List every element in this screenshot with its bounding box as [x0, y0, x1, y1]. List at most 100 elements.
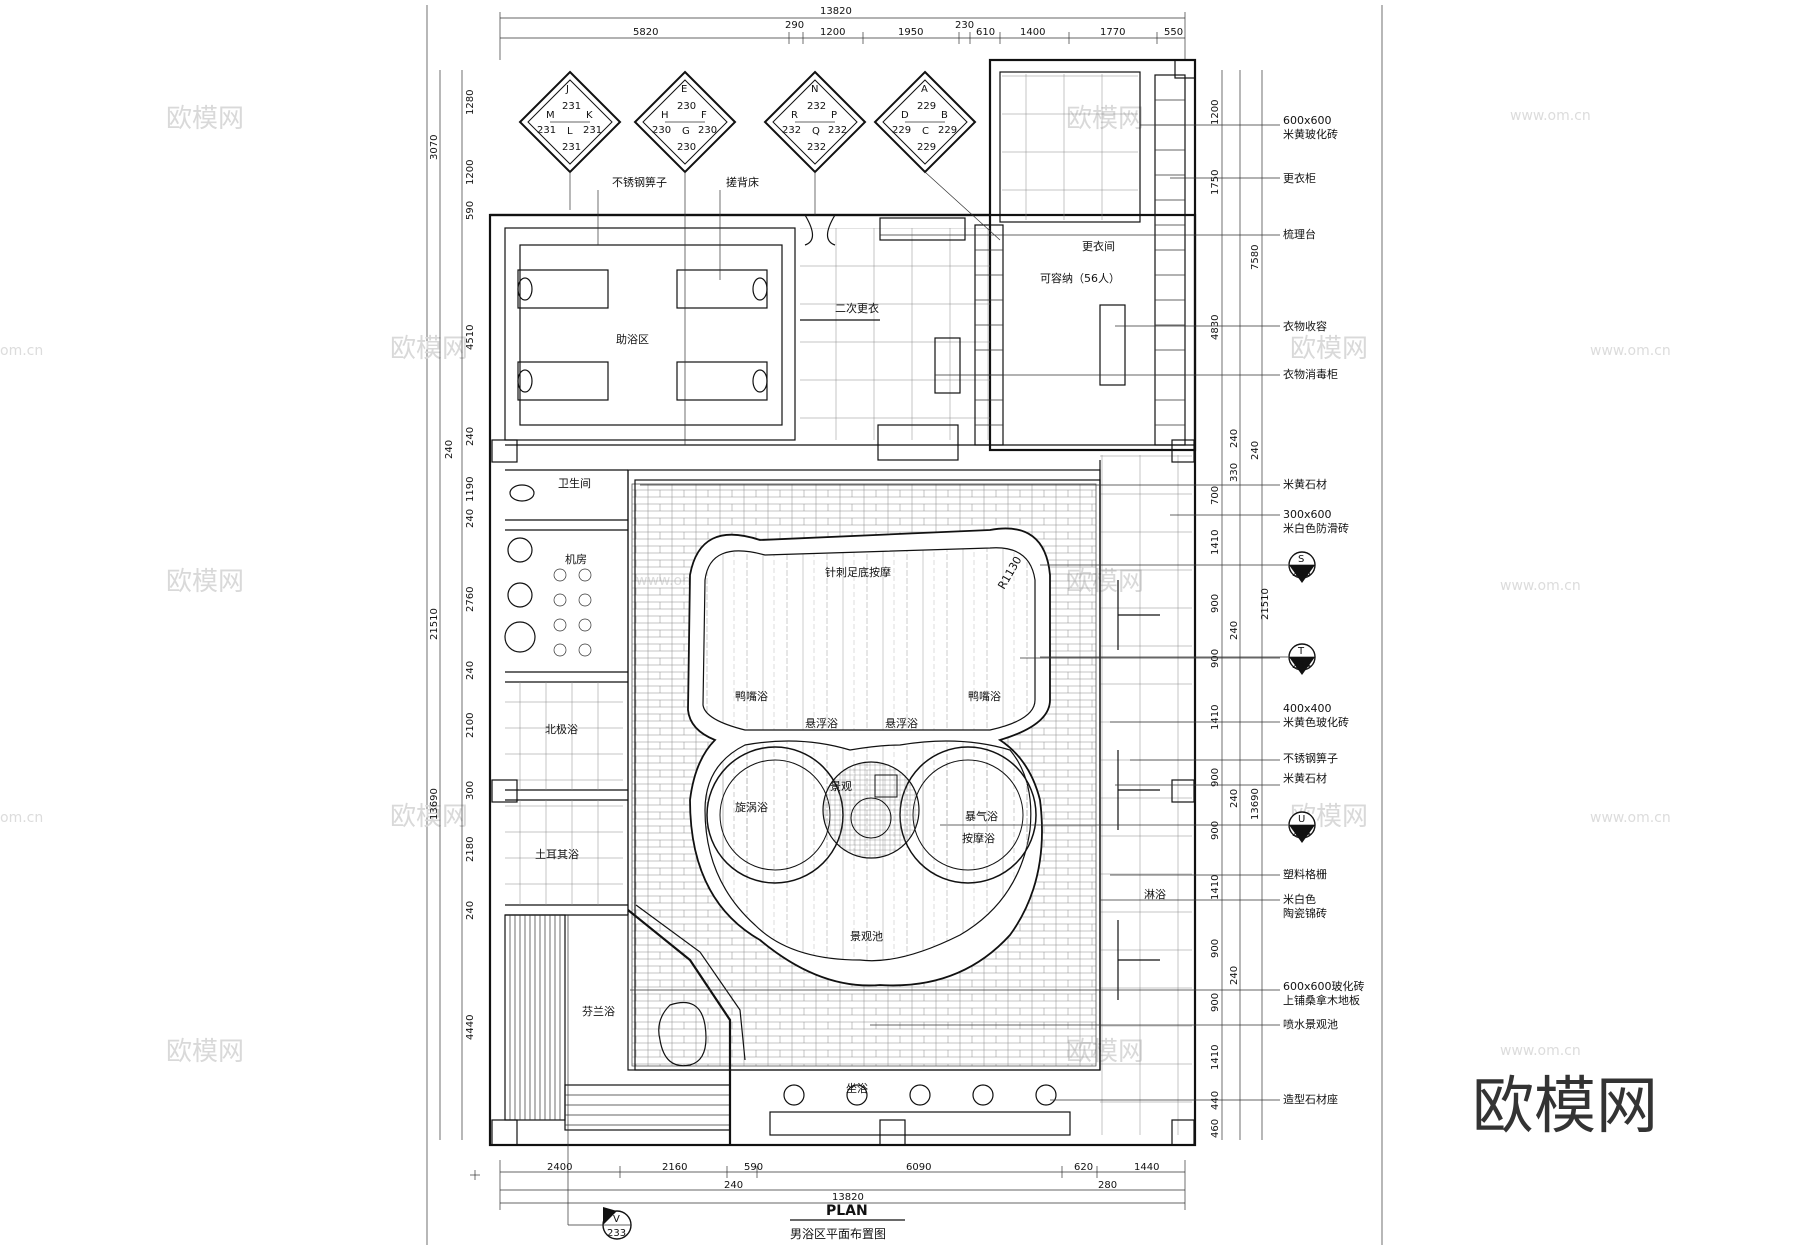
note-clothes: 衣物收容 — [1283, 319, 1327, 333]
marker-letter: N — [811, 84, 818, 95]
dim-top: 550 — [1164, 27, 1183, 38]
room-label: 针刺足底按摩 — [825, 565, 891, 579]
dim-top: 1400 — [1020, 27, 1045, 38]
dim-left: 1190 — [465, 477, 476, 502]
dim-right: 1410 — [1210, 530, 1221, 555]
section-num: 233 — [1292, 568, 1311, 579]
note-mosaic: 米白色陶瓷锦砖 — [1283, 892, 1327, 920]
dimensions-left: 3070 21510 13690 1280 1200 590 4510 240 … — [429, 70, 476, 1140]
section-letter: U — [1298, 814, 1305, 825]
dim-right: 900 — [1210, 649, 1221, 668]
dim-right: 13690 — [1250, 788, 1261, 820]
section-markers: S 233 T 234 U 234 V 233 — [567, 551, 1316, 1240]
section-num: 234 — [1292, 660, 1311, 671]
dim-top: 610 — [976, 27, 995, 38]
dim-top: 1950 — [898, 27, 923, 38]
marker-letter: H — [661, 110, 669, 121]
watermark-text: 欧模网 — [390, 802, 468, 832]
room-label: 北极浴 — [545, 722, 578, 736]
dim-right: 1410 — [1210, 1045, 1221, 1070]
marker-num: 232 — [782, 125, 801, 136]
marker-num: 231 — [537, 125, 556, 136]
plan-title: PLAN — [826, 1203, 868, 1219]
room-label: 机房 — [565, 552, 587, 566]
room-label: 坐浴 — [846, 1082, 868, 1095]
dim-right: 1750 — [1210, 170, 1221, 195]
dim-left: 4440 — [465, 1015, 476, 1040]
dim-bottom-total: 13820 — [832, 1192, 864, 1203]
marker-letter: J — [565, 84, 569, 95]
marker-letter: E — [681, 84, 687, 95]
room-label: 悬浮浴 — [805, 717, 838, 730]
room-label: 悬浮浴 — [885, 717, 918, 730]
sauna-benches — [504, 914, 731, 1131]
dim-bottom: 1440 — [1134, 1162, 1159, 1173]
section-marker-t: T 234 — [1288, 643, 1316, 675]
watermark-url: www.om.cn — [1500, 578, 1581, 594]
dim-bottom: 620 — [1074, 1162, 1093, 1173]
dim-right: 1410 — [1210, 705, 1221, 730]
marker-letter: L — [567, 126, 573, 137]
callout-label: 搓背床 — [726, 175, 759, 189]
note-disinfect: 衣物消毒柜 — [1283, 367, 1338, 381]
watermark-text: 欧模网 — [166, 104, 244, 134]
dim-right: 240 — [1229, 966, 1240, 985]
dim-top: 230 — [955, 20, 974, 31]
dim-left-outer: 13690 — [429, 788, 440, 820]
room-label: 鸭嘴浴 — [968, 690, 1001, 703]
watermark-text: 欧模网 — [1290, 334, 1368, 364]
section-num: 233 — [607, 1228, 626, 1239]
dim-left: 4510 — [465, 325, 476, 350]
dim-top: 1200 — [820, 27, 845, 38]
marker-num: 231 — [583, 125, 602, 136]
dim-bottom: 2160 — [662, 1162, 687, 1173]
dim-right: 900 — [1210, 993, 1221, 1012]
dim-right: 440 — [1210, 1091, 1221, 1110]
room-label: 淋浴 — [1144, 888, 1166, 901]
drawing-title: PLAN 男浴区平面布置图 — [790, 1203, 905, 1241]
note-stone2: 米黄石材 — [1283, 771, 1327, 785]
dim-left-outer: 3070 — [429, 135, 440, 160]
elevation-marker-efgh: E H F G 230 230 230 230 — [633, 70, 737, 174]
marker-num: 232 — [807, 142, 826, 153]
room-label: 旋涡浴 — [735, 800, 768, 814]
dim-right: 700 — [1210, 486, 1221, 505]
dim-right: 900 — [1210, 594, 1221, 613]
dim-right: 900 — [1210, 768, 1221, 787]
section-letter: S — [1298, 554, 1304, 565]
dim-right: 240 — [1229, 429, 1240, 448]
dim-left: 300 — [465, 781, 476, 800]
note-locker: 更衣柜 — [1283, 171, 1316, 185]
marker-letter: C — [922, 126, 929, 137]
massage-beds — [517, 269, 768, 401]
room-label: 景观池 — [850, 930, 883, 943]
section-marker-v: V 233 — [602, 1207, 632, 1240]
dim-right: 4830 — [1210, 315, 1221, 340]
dim-left: 240 — [465, 427, 476, 446]
section-marker-s: S 233 — [1288, 551, 1316, 583]
room-label: 鸭嘴浴 — [735, 690, 768, 703]
elevation-marker-npqr: N R P Q 232 232 232 232 — [763, 70, 867, 174]
section-letter: V — [613, 1214, 620, 1225]
dim-right: 7580 — [1250, 245, 1261, 270]
watermark-text: 欧模网 — [166, 567, 244, 597]
elevation-marker-jklm: J M K L 231 231 231 231 — [518, 70, 622, 174]
dim-left: 1200 — [465, 160, 476, 185]
dim-left: 240 — [465, 509, 476, 528]
marker-num: 232 — [828, 125, 847, 136]
note-stone-seat: 造型石材座 — [1283, 1092, 1338, 1106]
dim-left: 2760 — [465, 587, 476, 612]
dim-top-total: 13820 — [820, 6, 852, 17]
machine-room-equipment — [504, 537, 592, 657]
marker-letter: K — [586, 110, 593, 121]
dimensions-bottom: 2400 2160 590 6090 620 1440 240 280 1382… — [499, 1160, 1186, 1210]
room-label: 助浴区 — [616, 332, 649, 346]
room-label: 二次更衣 — [835, 301, 879, 315]
marker-num: 231 — [562, 142, 581, 153]
marker-num: 229 — [917, 142, 936, 153]
dim-right: 900 — [1210, 821, 1221, 840]
room-label: 卫生间 — [558, 476, 591, 490]
